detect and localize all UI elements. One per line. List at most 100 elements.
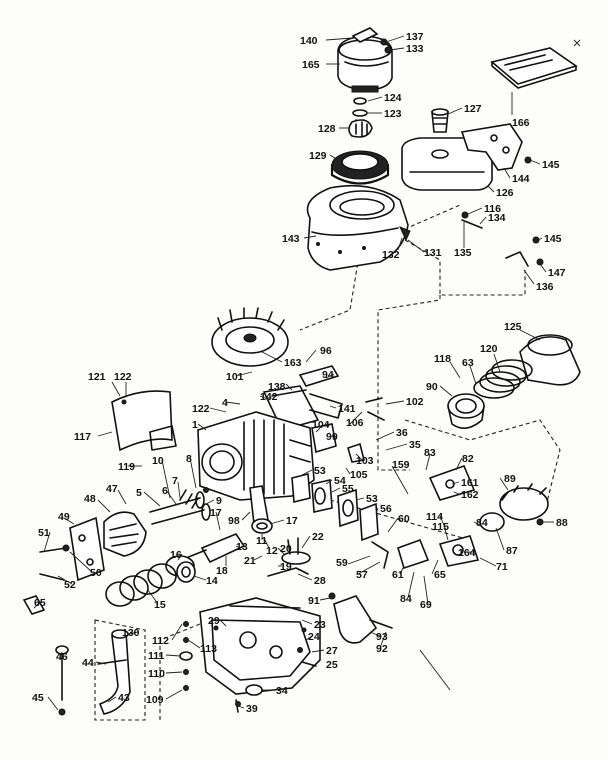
callout-116: 116 [484,203,501,215]
callout-12: 12 [266,545,278,557]
cylinder-shield-117 [111,390,177,452]
callout-57: 57 [356,569,368,581]
callout-24: 24 [308,631,320,643]
small-hardware-top [380,38,544,267]
callout-89: 89 [504,473,516,485]
blower-housing-143 [306,184,409,271]
callout-163: 163 [284,357,302,369]
muffler-126 [401,137,493,191]
callout-46: 46 [56,651,68,663]
callout-87: 87 [506,545,518,557]
callout-6: 6 [162,485,168,497]
callout-110: 110 [148,668,165,680]
callout-88: 88 [556,517,568,529]
callout-101: 101 [226,371,244,383]
callout-144: 144 [512,173,530,185]
callout-54: 54 [334,475,346,487]
plate-49 [69,516,105,582]
callout-34: 34 [276,685,288,697]
callout-63: 63 [462,357,474,369]
callout-9: 9 [216,495,222,507]
callout-114: 114 [426,511,443,523]
callout-119: 119 [118,461,135,473]
callout-13: 13 [236,541,248,553]
callout-145-mid: 145 [544,233,562,245]
callout-126: 126 [496,187,514,199]
callout-25: 25 [326,659,338,671]
callout-98: 98 [228,515,240,527]
piston-rings-15 [105,563,177,607]
callout-19: 19 [280,561,292,573]
callout-10: 10 [152,455,164,467]
callout-52: 52 [64,579,76,591]
callout-7: 7 [172,475,178,487]
callout-35: 35 [409,439,421,451]
callout-131: 131 [424,247,442,259]
callout-51: 51 [38,527,50,539]
callout-159: 159 [392,459,410,471]
callout-141: 141 [338,403,356,415]
cylinder-block-1 [197,411,315,501]
callout-106: 106 [346,417,364,429]
starter-48 [103,511,147,557]
callout-120: 120 [480,343,498,355]
dipstick-46 [55,645,69,716]
bolts-left [22,544,70,615]
callout-43: 43 [118,692,130,704]
callout-84-lower: 84 [400,593,412,605]
callout-84-right: 84 [476,517,488,529]
callout-15: 15 [154,599,166,611]
callout-65-left: 65 [34,597,46,609]
callout-8: 8 [186,453,192,465]
governor-parts-right [371,464,549,570]
callout-102: 102 [406,396,424,408]
callout-56: 56 [380,503,392,515]
recoil-cover-125 [519,334,581,386]
stud-127 [431,108,449,133]
callout-91: 91 [308,595,320,607]
callout-48: 48 [84,493,96,505]
callout-59: 59 [336,557,348,569]
manual-166 [490,47,578,89]
callout-1: 1 [192,419,198,431]
callout-83: 83 [424,447,436,459]
fuel-tank-165 [337,27,393,93]
callout-44: 44 [82,657,94,669]
callout-90: 90 [426,381,438,393]
callout-122-center: 122 [192,403,210,415]
callout-71: 71 [496,561,508,573]
callout-53-upper: 53 [314,465,326,477]
callout-39: 39 [246,703,258,715]
callout-23: 23 [314,619,326,631]
valve-train [149,487,211,525]
callout-117: 117 [74,431,91,443]
cam-gear-22 [267,537,311,577]
callout-127: 127 [464,103,482,115]
callout-82: 82 [462,453,474,465]
callout-55: 55 [342,483,354,495]
callout-65-right: 65 [434,569,446,581]
callout-165: 165 [302,59,320,71]
callout-69: 69 [420,599,432,611]
governor-arm-93 [328,592,393,644]
gasket-23 [229,605,301,609]
callout-96: 96 [320,345,332,357]
callout-136: 136 [536,281,554,293]
callout-161: 161 [461,477,479,489]
callout-94: 94 [322,369,334,381]
callout-111: 111 [148,650,165,662]
leader-lines [33,35,554,711]
callout-132: 132 [382,249,400,261]
callout-11: 11 [256,535,267,547]
corner-mark [573,39,581,47]
callout-145-top: 145 [542,159,560,171]
callout-27: 27 [326,645,338,657]
callout-29: 29 [208,615,220,627]
crankcase-base-24 [199,597,321,695]
connecting-rod-98 [249,485,273,534]
callout-18: 18 [216,565,228,577]
callout-50: 50 [90,567,102,579]
callout-109: 109 [146,694,164,706]
callout-103: 103 [356,455,374,467]
